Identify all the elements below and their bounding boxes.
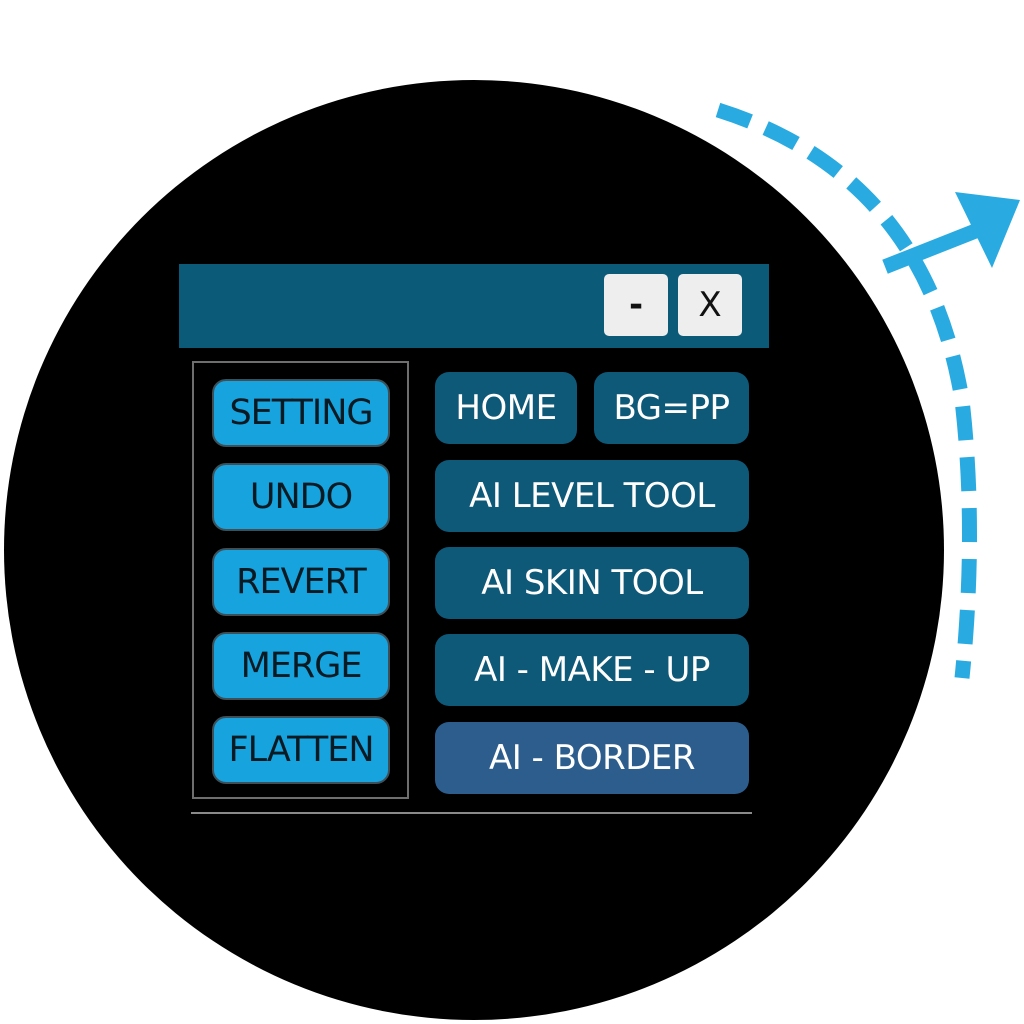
undo-button[interactable]: UNDO (212, 463, 390, 531)
close-button[interactable]: X (678, 274, 742, 336)
revert-button[interactable]: REVERT (212, 548, 390, 616)
window-titlebar (179, 264, 769, 348)
bg-pp-button[interactable]: BG=PP (594, 372, 749, 444)
ai-skin-tool-button[interactable]: AI SKIN TOOL (435, 547, 749, 619)
merge-button[interactable]: MERGE (212, 632, 390, 700)
ai-makeup-button[interactable]: AI - MAKE - UP (435, 634, 749, 706)
left-button-panel (192, 361, 409, 799)
home-button[interactable]: HOME (435, 372, 577, 444)
bottom-divider (191, 812, 752, 814)
ai-border-button[interactable]: AI - BORDER (435, 722, 749, 794)
flatten-button[interactable]: FLATTEN (212, 716, 390, 784)
setting-button[interactable]: SETTING (212, 379, 390, 447)
minimize-button[interactable]: - (604, 274, 668, 336)
ai-level-tool-button[interactable]: AI LEVEL TOOL (435, 460, 749, 532)
